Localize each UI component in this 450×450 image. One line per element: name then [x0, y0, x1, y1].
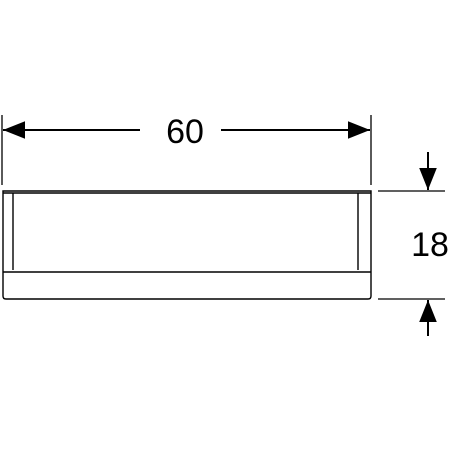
- width-dimension: 60: [1, 113, 372, 185]
- width-label: 60: [166, 113, 204, 151]
- shelf-outer-outline: [2, 190, 372, 300]
- shelf-outline: [2, 190, 372, 300]
- height-label: 18: [411, 226, 449, 264]
- height-dimension: 18: [378, 152, 449, 336]
